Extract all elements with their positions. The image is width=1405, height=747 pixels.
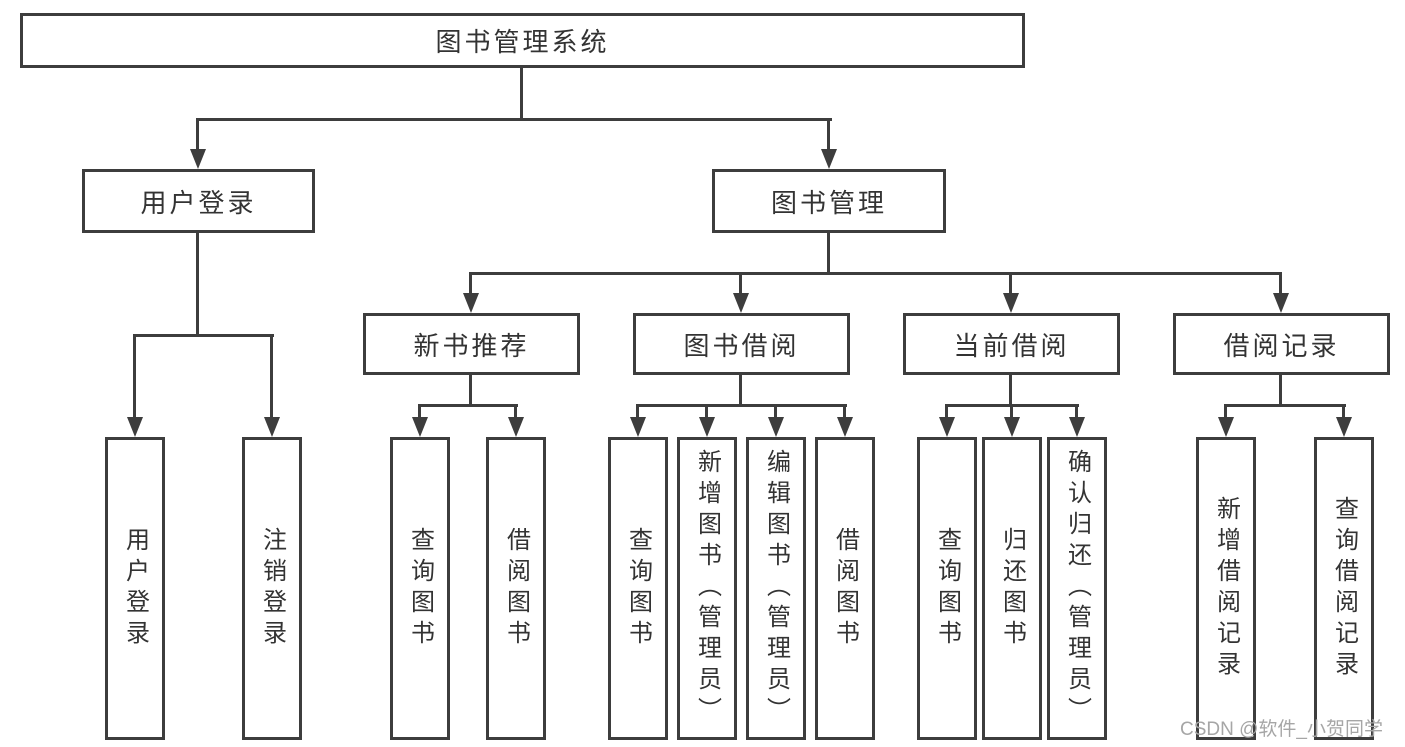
leaf-newrec-query-books-label: 查询图书 (406, 526, 434, 651)
node-current-borrow: 当前借阅 (903, 313, 1120, 375)
node-new-book-recommend-label: 新书推荐 (413, 330, 530, 361)
leaf-borrow-query-books-label: 查询图书 (624, 526, 652, 651)
connector (469, 272, 1282, 275)
node-book-borrow-label: 图书借阅 (683, 330, 800, 361)
leaf-borrow-edit-books-admin-label: 编辑图书（管理员） (762, 449, 790, 728)
connector (1224, 404, 1227, 418)
connector (520, 68, 523, 121)
arrowhead (264, 417, 280, 437)
connector (774, 404, 777, 418)
arrowhead (127, 417, 143, 437)
leaf-records-add-record-label: 新增借阅记录 (1212, 495, 1240, 682)
connector (270, 334, 273, 418)
connector (945, 404, 948, 418)
connector (418, 404, 518, 407)
arrowhead (768, 417, 784, 437)
node-borrow-records-label: 借阅记录 (1223, 330, 1340, 361)
leaf-current-confirm-return-admin-label: 确认归还（管理员） (1063, 449, 1091, 728)
node-root: 图书管理系统 (20, 13, 1025, 68)
leaf-current-return-books-label: 归还图书 (998, 526, 1026, 651)
connector (1342, 404, 1345, 418)
arrowhead (837, 417, 853, 437)
leaf-records-query-record-label: 查询借阅记录 (1330, 495, 1358, 682)
arrowhead (190, 149, 206, 169)
node-new-book-recommend: 新书推荐 (363, 313, 580, 375)
watermark: CSDN @软件_小贺同学 (1180, 719, 1383, 740)
leaf-borrow-edit-books-admin: 编辑图书（管理员） (746, 437, 806, 740)
leaf-logout: 注销登录 (242, 437, 302, 740)
connector (1224, 404, 1346, 407)
arrowhead (1004, 417, 1020, 437)
leaf-current-confirm-return-admin: 确认归还（管理员） (1047, 437, 1107, 740)
leaf-borrow-add-books-admin: 新增图书（管理员） (677, 437, 737, 740)
leaf-borrow-borrow-books: 借阅图书 (815, 437, 875, 740)
connector (705, 404, 708, 418)
connector (1010, 404, 1013, 418)
leaf-logout-label: 注销登录 (258, 526, 286, 651)
arrowhead (1336, 417, 1352, 437)
connector (133, 334, 274, 337)
leaf-newrec-borrow-books: 借阅图书 (486, 437, 546, 740)
connector (133, 334, 136, 418)
connector (843, 404, 846, 418)
connector (1075, 404, 1078, 418)
leaf-current-return-books: 归还图书 (982, 437, 1042, 740)
arrowhead (1069, 417, 1085, 437)
connector (196, 233, 199, 337)
node-current-borrow-label: 当前借阅 (953, 330, 1070, 361)
node-book-management: 图书管理 (712, 169, 946, 233)
arrowhead (412, 417, 428, 437)
leaf-user-login-label: 用户登录 (121, 526, 149, 651)
arrowhead (733, 293, 749, 313)
connector (1009, 272, 1012, 294)
connector (827, 233, 830, 275)
arrowhead (630, 417, 646, 437)
arrowhead (821, 149, 837, 169)
node-borrow-records: 借阅记录 (1173, 313, 1390, 375)
connector (514, 404, 517, 418)
leaf-newrec-query-books: 查询图书 (390, 437, 450, 740)
leaf-newrec-borrow-books-label: 借阅图书 (502, 526, 530, 651)
connector (827, 118, 830, 151)
node-root-label: 图书管理系统 (435, 27, 610, 57)
arrowhead (939, 417, 955, 437)
arrowhead (508, 417, 524, 437)
connector (739, 272, 742, 294)
connector (1279, 272, 1282, 294)
connector (469, 375, 472, 407)
connector (196, 118, 832, 121)
leaf-records-add-record: 新增借阅记录 (1196, 437, 1256, 740)
arrowhead (463, 293, 479, 313)
arrowhead (1218, 417, 1234, 437)
node-user-login-label: 用户登录 (140, 187, 257, 218)
leaf-user-login: 用户登录 (105, 437, 165, 740)
leaf-current-query-books-label: 查询图书 (933, 526, 961, 651)
leaf-borrow-borrow-books-label: 借阅图书 (831, 526, 859, 651)
connector (469, 272, 472, 294)
arrowhead (1273, 293, 1289, 313)
connector (1009, 375, 1012, 407)
node-book-borrow: 图书借阅 (633, 313, 850, 375)
leaf-borrow-add-books-admin-label: 新增图书（管理员） (693, 449, 721, 728)
leaf-records-query-record: 查询借阅记录 (1314, 437, 1374, 740)
leaf-current-query-books: 查询图书 (917, 437, 977, 740)
connector (1279, 375, 1282, 407)
connector (196, 118, 199, 151)
node-book-management-label: 图书管理 (770, 187, 887, 218)
node-user-login: 用户登录 (82, 169, 315, 233)
arrowhead (1003, 293, 1019, 313)
connector (418, 404, 421, 418)
connector (739, 375, 742, 407)
connector (636, 404, 639, 418)
arrowhead (699, 417, 715, 437)
connector (636, 404, 847, 407)
leaf-borrow-query-books: 查询图书 (608, 437, 668, 740)
